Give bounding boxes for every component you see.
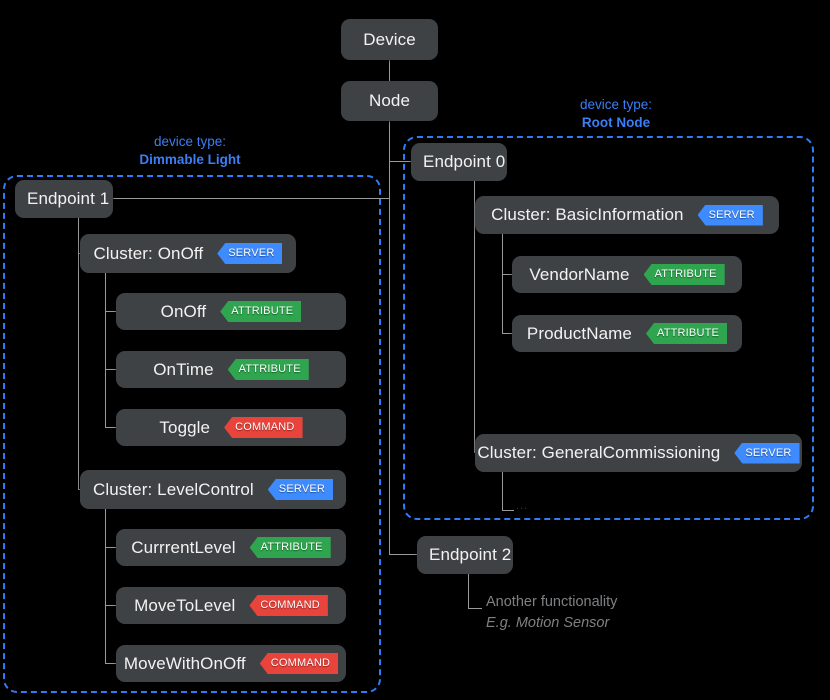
- cluster-levelcontrol-label: Cluster: LevelControl: [92, 479, 254, 499]
- group-label-value: Root Node: [581, 115, 651, 131]
- connector-onoff-item-toggle: [105, 427, 117, 428]
- endpoint-2-note-line2: E.g. Motion Sensor: [486, 615, 610, 632]
- connector-basicinfo-spine: [502, 234, 503, 334]
- node-cluster-onoff[interactable]: Cluster: OnOff SERVER: [80, 234, 296, 273]
- connector-endpoint0-spine: [474, 181, 475, 453]
- endpoint-2-note: Another functionality E.g. Motion Sensor: [486, 592, 617, 634]
- badge-server: SERVER: [734, 442, 800, 464]
- node-endpoint-1[interactable]: Endpoint 1: [15, 180, 113, 218]
- badge-command: COMMAND: [224, 417, 303, 438]
- group-dimmable-light: [3, 175, 381, 693]
- connector-trunk-endpoint1: [113, 198, 390, 199]
- badge-server: SERVER: [697, 204, 763, 226]
- connector-endpoint2-spine: [468, 574, 469, 609]
- connector-levelcontrol-item-currentlevel: [105, 547, 117, 548]
- connector-generalcomm-more: [502, 510, 514, 511]
- command-toggle-label: Toggle: [159, 417, 211, 437]
- node-attribute-productname[interactable]: ProductName ATTRIBUTE: [512, 315, 742, 352]
- node-device-label: Device: [363, 29, 416, 49]
- attribute-onoff-label: OnOff: [160, 301, 207, 321]
- node-cluster-levelcontrol[interactable]: Cluster: LevelControl SERVER: [80, 470, 346, 509]
- node-cluster-basicinformation[interactable]: Cluster: BasicInformation SERVER: [475, 196, 779, 234]
- connector-device-node: [389, 59, 390, 81]
- connector-onoff-item-ontime: [105, 369, 117, 370]
- badge-attribute: ATTRIBUTE: [249, 537, 331, 558]
- connector-trunk-endpoint2: [389, 554, 417, 555]
- node-device[interactable]: Device: [341, 19, 438, 60]
- attribute-ontime-label: OnTime: [153, 359, 214, 379]
- group-root-node: [403, 136, 814, 520]
- badge-attribute: ATTRIBUTE: [643, 264, 725, 285]
- connector-endpoint1-spine: [78, 218, 79, 490]
- group-label-prefix: device type:: [153, 134, 227, 149]
- attribute-vendorname-label: VendorName: [529, 264, 630, 284]
- node-command-movetolevel[interactable]: MoveToLevel COMMAND: [116, 587, 346, 624]
- connector-node-trunk: [389, 120, 390, 555]
- cluster-onoff-label: Cluster: OnOff: [93, 243, 204, 263]
- group-label-dimmable-light: device type: Dimmable Light: [105, 133, 275, 169]
- group-label-prefix: device type:: [579, 97, 653, 112]
- node-endpoint-2[interactable]: Endpoint 2: [417, 536, 513, 574]
- command-movewithonoff-label: MoveWithOnOff: [123, 653, 246, 673]
- attribute-currentlevel-label: CurrrentLevel: [131, 537, 236, 557]
- node-attribute-onoff[interactable]: OnOff ATTRIBUTE: [116, 293, 346, 330]
- group-label-root-node: device type: Root Node: [541, 96, 691, 132]
- node-node[interactable]: Node: [341, 81, 438, 121]
- node-attribute-currentlevel[interactable]: CurrrentLevel ATTRIBUTE: [116, 529, 346, 566]
- connector-onoff-spine: [105, 273, 106, 428]
- badge-attribute: ATTRIBUTE: [220, 301, 302, 322]
- node-cluster-generalcommissioning[interactable]: Cluster: GeneralCommissioning SERVER: [475, 434, 802, 472]
- connector-trunk-endpoint0: [389, 161, 411, 162]
- cluster-generalcommissioning-label: Cluster: GeneralCommissioning: [477, 443, 721, 462]
- connector-basicinfo-vendorname: [502, 274, 513, 275]
- badge-attribute: ATTRIBUTE: [645, 323, 728, 344]
- connector-basicinfo-productname: [502, 333, 513, 334]
- badge-command: COMMAND: [249, 595, 328, 616]
- cluster-basicinformation-label: Cluster: BasicInformation: [491, 205, 684, 224]
- generalcommissioning-more-ellipsis: ...: [516, 500, 529, 512]
- badge-command: COMMAND: [259, 653, 339, 674]
- node-endpoint-0[interactable]: Endpoint 0: [411, 143, 507, 181]
- node-attribute-vendorname[interactable]: VendorName ATTRIBUTE: [512, 256, 742, 293]
- connector-levelcontrol-item-movetolevel: [105, 605, 117, 606]
- group-label-value: Dimmable Light: [139, 152, 241, 168]
- badge-attribute: ATTRIBUTE: [227, 359, 309, 380]
- connector-generalcomm-spine: [502, 472, 503, 511]
- connector-endpoint2-note: [468, 608, 482, 609]
- node-command-movewithonoff[interactable]: MoveWithOnOff COMMAND: [116, 645, 346, 682]
- node-node-label: Node: [368, 91, 411, 110]
- node-command-toggle[interactable]: Toggle COMMAND: [116, 409, 346, 446]
- connector-onoff-item-onoff: [105, 311, 117, 312]
- connector-levelcontrol-spine: [105, 509, 106, 664]
- badge-server: SERVER: [267, 479, 334, 500]
- node-attribute-ontime[interactable]: OnTime ATTRIBUTE: [116, 351, 346, 388]
- connector-levelcontrol-item-movewithonoff: [105, 663, 117, 664]
- endpoint-2-label: Endpoint 2: [429, 545, 512, 564]
- badge-server: SERVER: [217, 243, 283, 264]
- endpoint-1-label: Endpoint 1: [27, 189, 110, 208]
- command-movetolevel-label: MoveToLevel: [134, 595, 236, 615]
- endpoint-0-label: Endpoint 0: [423, 152, 506, 171]
- endpoint-2-note-line1: Another functionality: [486, 594, 618, 610]
- attribute-productname-label: ProductName: [526, 323, 632, 343]
